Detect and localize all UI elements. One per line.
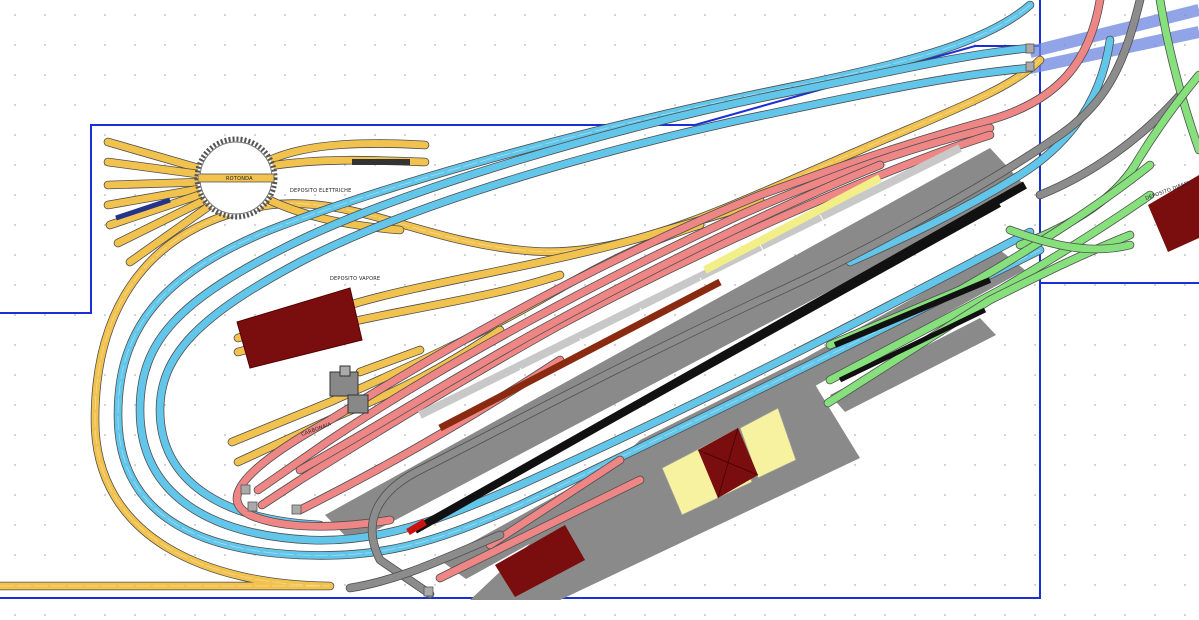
coach-train-yellow [703,174,882,274]
label-deposito-vapore: DEPOSITO VAPORE [330,276,380,282]
label-deposito-elettriche: DEPOSITO ELETTRICHE [290,188,351,194]
coach-train-gray [418,144,962,419]
locomotive-red [406,518,427,536]
platform-main [325,148,1026,543]
blue-tracks [113,0,1115,560]
steam-depot-shed [236,287,363,369]
green-tracks [823,0,1199,408]
freight-train-brown [438,278,722,432]
buildings [236,175,1199,597]
label-rotonda: ROTONDA [226,176,253,182]
coaling-tower-icon [329,365,369,414]
baseboard-outline-right [0,0,1041,599]
diesel-depot-shed [1148,175,1199,252]
goods-shed [495,525,585,597]
station-main-lines [413,181,1027,534]
buffer-stop-icon [240,43,1035,597]
platform-lower-green [830,318,996,412]
rolling-stock [115,144,962,536]
pink-tracks [232,0,1105,583]
gray-tracks [345,0,1185,599]
turntable-icon [194,136,278,220]
